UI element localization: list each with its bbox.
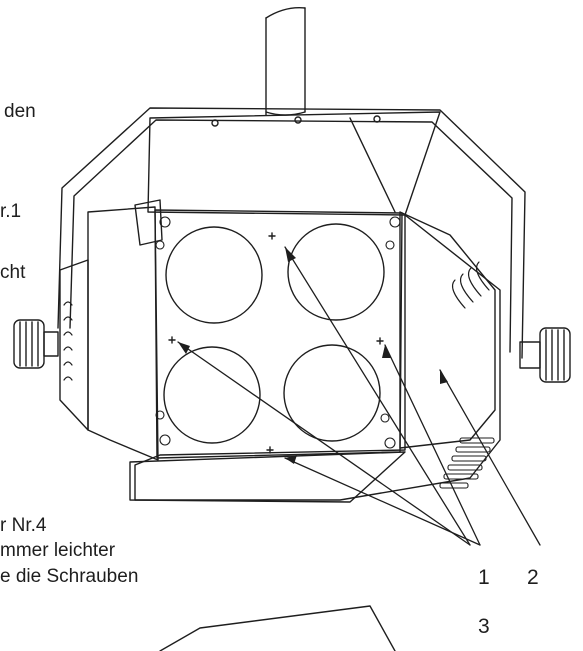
mounting-pipe — [265, 7, 306, 116]
callout-arrowheads — [178, 247, 448, 464]
bottom-lip — [129, 451, 406, 503]
top-screws — [211, 115, 381, 127]
text-fragment-den: den — [4, 101, 36, 122]
text-fragment-schrauben: e die Schrauben — [0, 566, 139, 587]
left-barn-door — [59, 199, 163, 461]
yoke-bracket — [57, 107, 526, 359]
front-plate — [154, 209, 403, 459]
partial-drawing-bottom — [159, 605, 396, 651]
text-fragment-cht: cht — [0, 262, 26, 283]
text-fragment-nr1: r.1 — [0, 201, 22, 222]
housing-top — [147, 111, 441, 216]
housing-body — [134, 214, 501, 501]
callout-label-2: 2 — [527, 566, 539, 589]
callout-label-3: 3 — [478, 615, 490, 638]
left-knob — [13, 319, 59, 369]
right-barn-door — [399, 211, 496, 449]
callout-lines — [177, 246, 541, 546]
right-knob — [519, 327, 571, 383]
housing-seam — [349, 117, 396, 213]
text-fragment-nr4: r Nr.4 — [0, 515, 47, 536]
vent-grille — [439, 437, 495, 489]
text-fragment-leichter: mmer leichter — [0, 540, 116, 561]
callout-label-1: 1 — [478, 566, 490, 589]
